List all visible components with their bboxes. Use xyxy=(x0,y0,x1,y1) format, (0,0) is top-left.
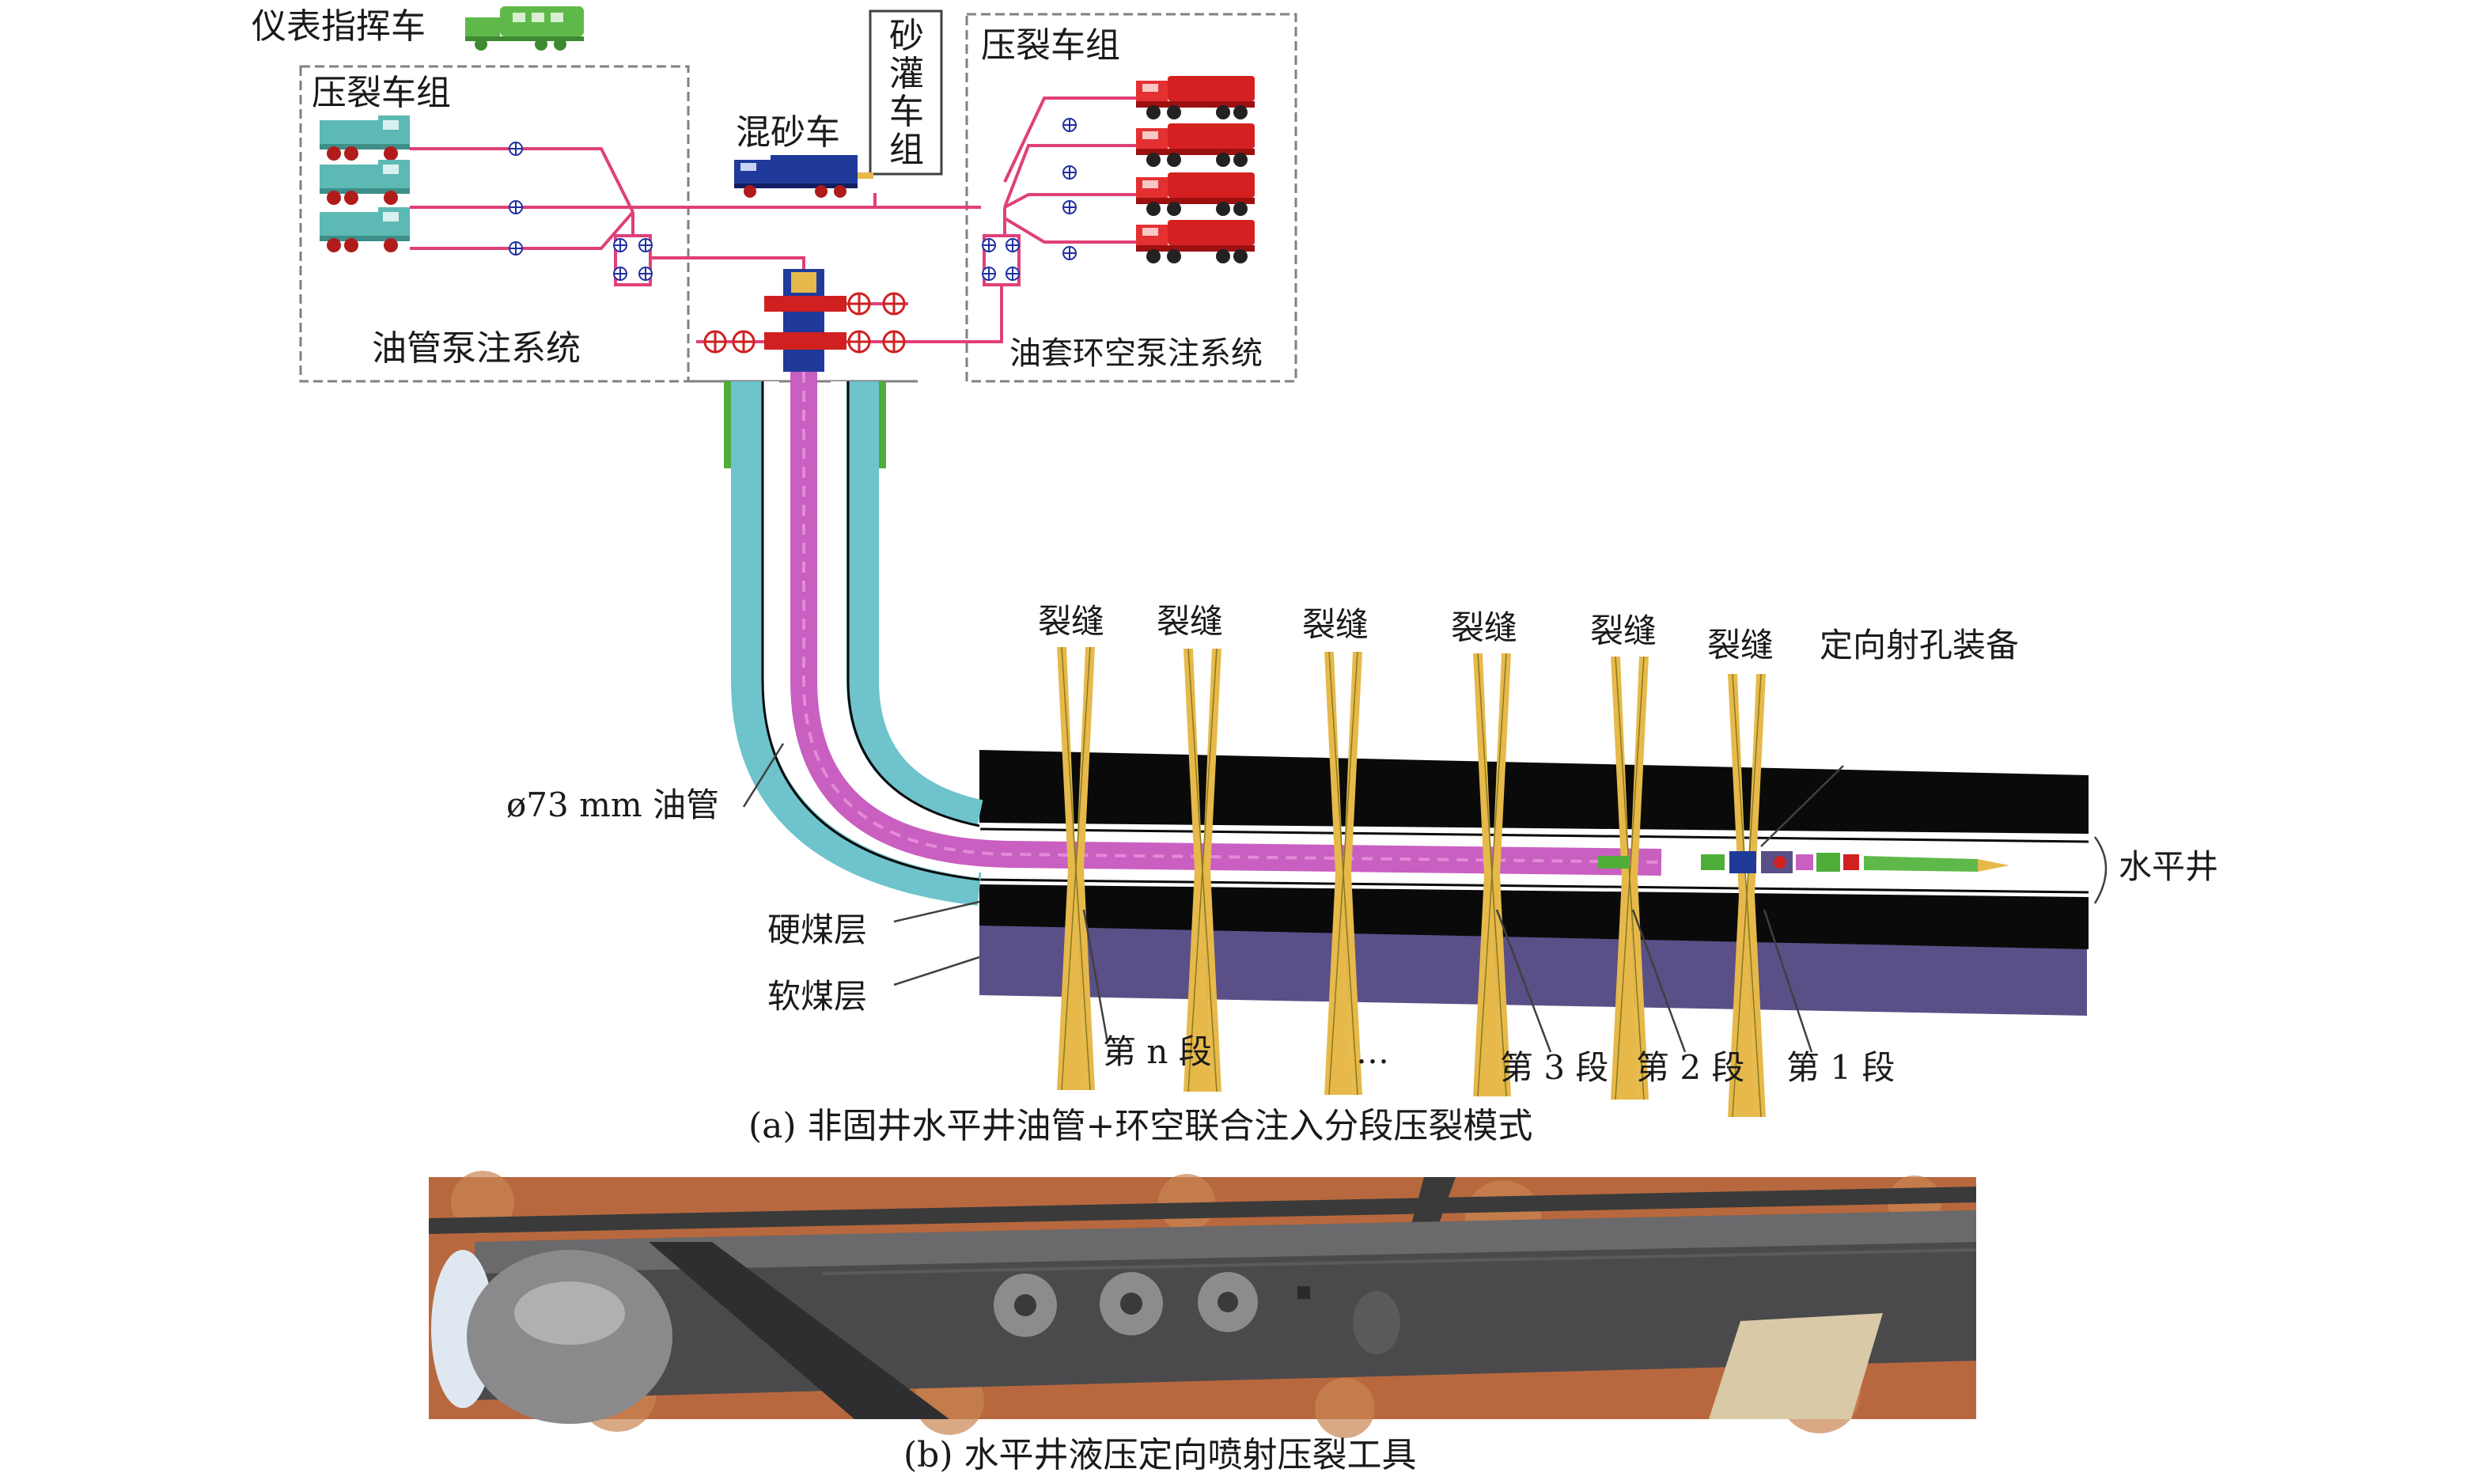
jetting-tool-icon xyxy=(1598,851,2009,873)
tubing-system-label: 油管泵注系统 xyxy=(372,328,581,369)
jet-nozzle-icon xyxy=(1198,1272,1258,1332)
stage-3-label: 第 3 段 xyxy=(1500,1048,1608,1087)
command-truck-icon xyxy=(465,6,584,51)
caption-b: (b) 水平井液压定向喷射压裂工具 xyxy=(903,1435,1416,1475)
frac-truck-icon xyxy=(1136,220,1255,263)
frac-group-right-label: 压裂车组 xyxy=(981,25,1120,66)
sand-tank-box xyxy=(869,9,943,176)
fracture-label: 裂缝 xyxy=(1590,611,1657,650)
well-section: 裂缝 裂缝 裂缝 裂缝 裂缝 裂缝 定向射孔装备 水平井 ø73 mm 油管 硬… xyxy=(506,372,2218,1118)
valve-icon xyxy=(509,142,523,156)
leader-lines xyxy=(742,743,2108,1053)
frac-truck-icon xyxy=(320,207,410,252)
surface-pipelines xyxy=(410,97,1136,343)
frac-truck-icon xyxy=(1136,76,1255,119)
annulus-pump-box xyxy=(965,13,1297,383)
stage-1-label: 第 1 段 xyxy=(1786,1048,1895,1087)
frac-truck-icon xyxy=(1136,123,1255,167)
valve-icon xyxy=(638,267,653,281)
hard-coal-label: 硬煤层 xyxy=(767,910,867,949)
sand-tank-char: 灌 xyxy=(889,54,924,94)
valve-icon xyxy=(1062,118,1077,132)
fracture-label: 裂缝 xyxy=(1451,608,1517,647)
valve-icon xyxy=(638,238,653,252)
annulus-system-label: 油套环空泵注系统 xyxy=(1009,335,1263,372)
horizontal-well-label: 水平井 xyxy=(2119,847,2218,886)
stage-n-label: 第 n 段 xyxy=(1103,1032,1212,1071)
fracture-label: 裂缝 xyxy=(1302,605,1369,644)
fracture-label: 裂缝 xyxy=(1038,602,1104,641)
sand-tank-char: 组 xyxy=(889,130,924,170)
wellhead-icon xyxy=(696,269,908,372)
surface-equipment: 仪表指挥车 压裂车组 油管泵注系统 砂 灌 车 组 混砂车 xyxy=(252,6,1297,383)
valve-icon xyxy=(1062,165,1077,180)
valve-icon xyxy=(613,238,627,252)
casing-pipe xyxy=(731,381,982,906)
frac-truck-icon xyxy=(1136,172,1255,216)
valve-icon xyxy=(982,267,996,281)
fracture-label: 裂缝 xyxy=(1157,602,1223,641)
fracture-label: 裂缝 xyxy=(1707,626,1774,664)
valve-icon xyxy=(1006,238,1020,252)
sand-tank-char: 车 xyxy=(889,92,924,132)
valve-icon xyxy=(613,267,627,281)
jetting-tool-label: 定向射孔装备 xyxy=(1820,626,2019,664)
jet-nozzle-icon xyxy=(1100,1272,1163,1335)
frac-truck-icon xyxy=(320,115,410,161)
sand-tank-char: 砂 xyxy=(889,16,924,56)
tubing-label: ø73 mm 油管 xyxy=(506,786,719,824)
caption-a: (a) 非固井水平井油管+环空联合注入分段压裂模式 xyxy=(748,1106,1532,1146)
command-truck-label: 仪表指挥车 xyxy=(252,6,426,47)
jet-nozzle-icon xyxy=(994,1274,1057,1337)
ellipsis-label: … xyxy=(1356,1032,1389,1071)
blender-truck-label: 混砂车 xyxy=(736,112,840,153)
stage-2-label: 第 2 段 xyxy=(1636,1048,1744,1087)
tubing-pump-box xyxy=(299,65,690,383)
frac-truck-icon xyxy=(320,160,410,205)
valve-icon xyxy=(1062,200,1077,214)
valve-icon xyxy=(509,200,523,214)
soft-coal-label: 软煤层 xyxy=(767,977,867,1016)
tool-photo xyxy=(429,1171,1977,1438)
frac-group-left-label: 压裂车组 xyxy=(312,73,451,113)
blender-truck-icon xyxy=(734,155,873,198)
valve-icon xyxy=(1062,246,1077,260)
valve-icon xyxy=(509,241,523,256)
valve-icon xyxy=(982,238,996,252)
valve-icon xyxy=(1006,267,1020,281)
